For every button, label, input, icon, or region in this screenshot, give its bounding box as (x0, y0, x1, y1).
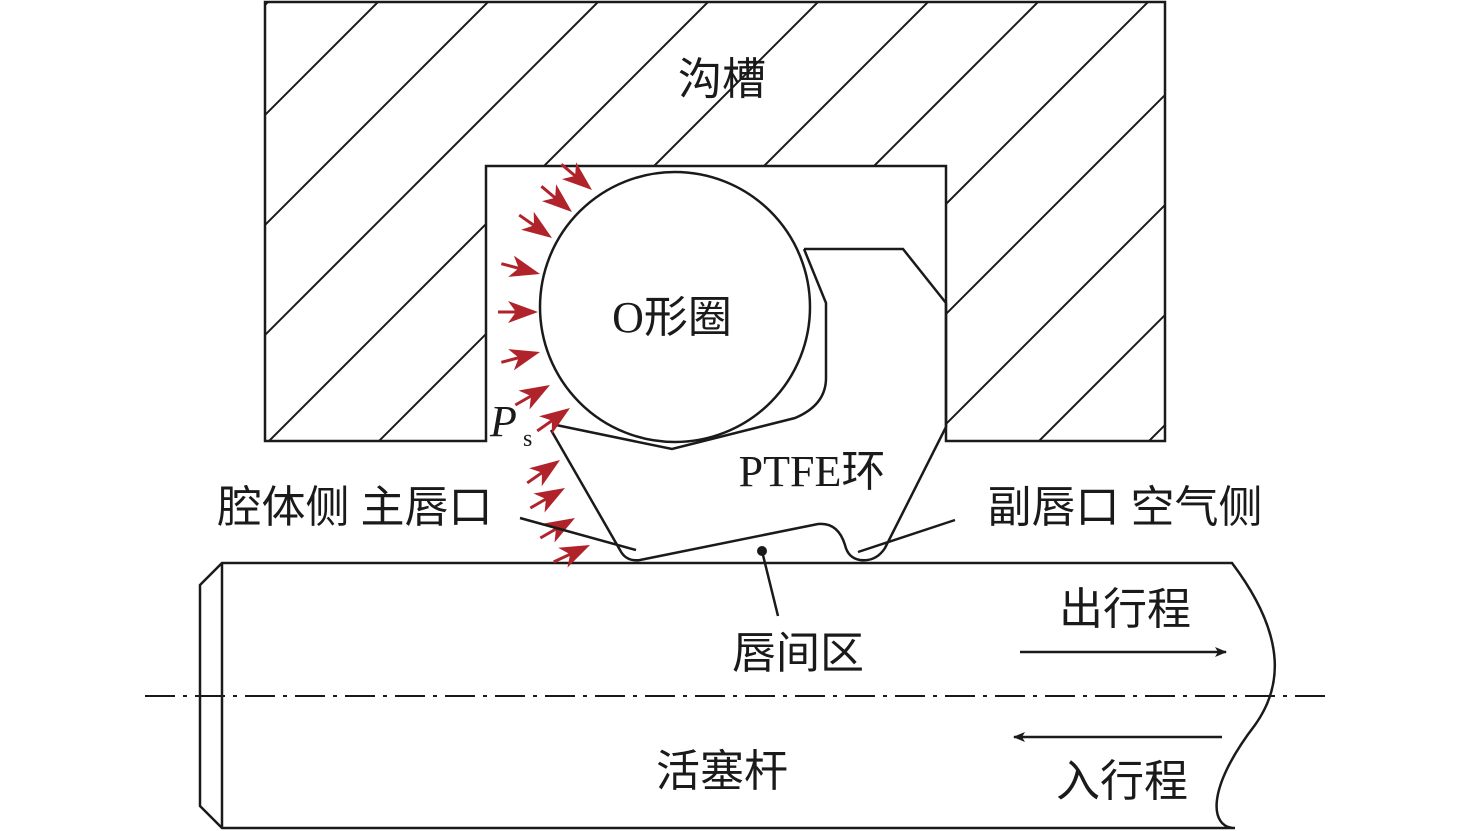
pressure-arrow (514, 385, 550, 410)
out-stroke-label: 出行程 (1059, 585, 1191, 634)
pressure-arrow (529, 488, 565, 513)
hatch-line (265, 2, 381, 441)
pressure-arrow (498, 301, 538, 323)
pressure-arrow (500, 349, 540, 371)
ptfe-ring (549, 247, 948, 562)
pressure-arrow (536, 408, 570, 435)
inter-lip-leader (760, 550, 780, 617)
primary-lip-leader (519, 516, 637, 552)
hatch-line (919, 2, 1165, 441)
hatch-line (265, 2, 271, 441)
o-ring-label: O形圈 (612, 293, 732, 342)
piston-rod-label: 活塞杆 (656, 747, 788, 796)
pressure-subscript: s (523, 426, 532, 452)
secondary-lip-leader (857, 518, 956, 554)
pressure-arrow (539, 518, 575, 543)
hatch-line (699, 2, 1151, 441)
hatch-line (809, 2, 1165, 441)
hatch-line (1470, 0, 1476, 450)
hatch-line (1029, 2, 1165, 441)
rod-outline (198, 561, 1276, 830)
in-stroke-label: 入行程 (1056, 757, 1188, 806)
secondary-lip-label: 副唇口 空气侧 (988, 483, 1263, 532)
inter-lip-label: 唇间区 (732, 629, 864, 678)
groove-outline (263, 0, 1167, 443)
pressure-arrow (500, 255, 540, 277)
pressure-arrows (498, 162, 592, 568)
pressure-symbol: P (489, 397, 517, 446)
hatch-line (265, 2, 601, 441)
pressure-arrow (518, 211, 552, 238)
o-ring (538, 170, 812, 444)
hatch-line (0, 0, 50, 450)
pressure-arrow (540, 184, 572, 212)
hatch-line (589, 2, 1041, 441)
ptfe-ring-label: PTFE环 (739, 447, 886, 496)
hatch-line (0, 0, 160, 450)
groove-label: 沟槽 (678, 55, 766, 104)
hatch-line (1360, 0, 1476, 450)
hatch-line (1250, 0, 1476, 450)
pressure-arrow (560, 162, 592, 190)
pressure-arrow (553, 545, 590, 568)
primary-lip-label: 腔体侧 主唇口 (218, 483, 493, 532)
hatch-line (1139, 2, 1165, 441)
hatch-line (265, 2, 491, 441)
pressure-arrow (526, 460, 560, 487)
